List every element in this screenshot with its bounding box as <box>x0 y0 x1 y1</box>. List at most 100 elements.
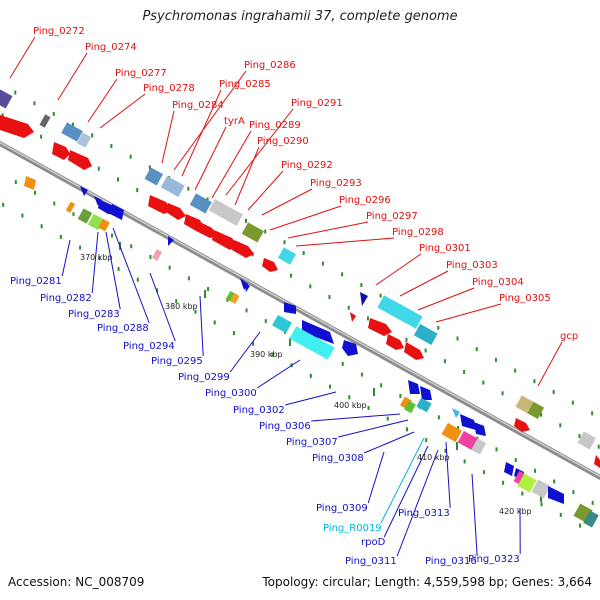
gene-label-reverse[interactable]: Ping_R0019 <box>323 523 382 534</box>
gene-label-reverse[interactable]: Ping_0313 <box>398 508 450 519</box>
gene-box[interactable] <box>0 89 13 109</box>
gene-box[interactable] <box>515 395 535 414</box>
gene-label-reverse[interactable]: Ping_0306 <box>259 421 311 432</box>
gene-label-forward[interactable]: Ping_0298 <box>392 227 444 238</box>
gene-box[interactable] <box>400 396 412 410</box>
gene-box[interactable] <box>277 247 297 265</box>
gene-label-reverse[interactable]: rpoD <box>361 537 386 548</box>
gene-box[interactable] <box>76 132 92 148</box>
gene-label-reverse[interactable]: Ping_0295 <box>151 356 203 367</box>
gene-label-forward[interactable]: Ping_0303 <box>446 260 498 271</box>
gene-box[interactable] <box>583 510 599 528</box>
gene-arrow[interactable] <box>68 150 92 170</box>
gene-arrow[interactable] <box>404 342 424 360</box>
gene-label-forward[interactable]: Ping_0284 <box>172 100 224 111</box>
gene-label-reverse[interactable]: Ping_0323 <box>468 554 520 565</box>
gene-arrow[interactable] <box>166 203 186 220</box>
gene-arrow[interactable] <box>368 318 392 336</box>
gene-label-forward[interactable]: Ping_0272 <box>33 26 85 37</box>
gene-arrow[interactable] <box>80 186 88 196</box>
gene-box[interactable] <box>225 291 236 302</box>
gene-arrow[interactable] <box>148 195 172 214</box>
gene-label-reverse[interactable]: Ping_0316 <box>425 556 477 567</box>
gene-box[interactable] <box>416 397 432 413</box>
gene-label-forward[interactable]: Ping_0293 <box>310 178 362 189</box>
gene-arrow[interactable] <box>504 462 514 476</box>
gene-label-forward[interactable]: Ping_0290 <box>257 136 309 147</box>
gene-arrow[interactable] <box>548 486 564 504</box>
gene-arrow[interactable] <box>212 230 238 250</box>
gene-arrow[interactable] <box>24 176 36 190</box>
gene-box[interactable] <box>377 295 423 329</box>
gene-label-forward[interactable]: Ping_0286 <box>244 60 296 71</box>
gene-arrow[interactable] <box>302 320 334 344</box>
gene-label-reverse[interactable]: Ping_0299 <box>178 372 230 383</box>
gene-label-reverse[interactable]: Ping_0281 <box>10 276 62 287</box>
gene-label-forward[interactable]: Ping_0289 <box>249 120 301 131</box>
gene-arrow[interactable] <box>94 196 102 206</box>
gene-arrow[interactable] <box>460 414 476 430</box>
gene-box[interactable] <box>527 401 545 420</box>
gene-label-reverse[interactable]: Ping_0302 <box>233 405 285 416</box>
gene-label-forward[interactable]: Ping_0301 <box>419 243 471 254</box>
gene-arrow[interactable] <box>52 142 70 160</box>
gene-label-reverse[interactable]: Ping_0309 <box>316 503 368 514</box>
gene-box[interactable] <box>160 175 185 197</box>
gene-box[interactable] <box>229 293 240 304</box>
gene-label-reverse[interactable]: Ping_0294 <box>123 341 175 352</box>
gene-label-forward[interactable]: Ping_0278 <box>143 83 195 94</box>
gene-label-forward[interactable]: Ping_0304 <box>472 277 524 288</box>
gene-label-reverse[interactable]: Ping_0282 <box>40 293 92 304</box>
gene-box[interactable] <box>513 470 527 486</box>
gene-box[interactable] <box>272 314 292 334</box>
gene-box[interactable] <box>208 198 243 226</box>
gene-label-forward[interactable]: Ping_0277 <box>115 68 167 79</box>
gene-box[interactable] <box>241 222 264 243</box>
gene-arrow[interactable] <box>168 236 174 246</box>
gene-arrow[interactable] <box>594 455 600 468</box>
gene-arrow[interactable] <box>198 222 218 238</box>
gene-arrow[interactable] <box>420 386 432 400</box>
gene-arrow[interactable] <box>474 422 486 436</box>
gene-label-reverse[interactable]: Ping_0308 <box>312 453 364 464</box>
gene-label-forward[interactable]: Ping_0296 <box>339 195 391 206</box>
gene-label-reverse[interactable]: Ping_0288 <box>97 323 149 334</box>
gene-box[interactable] <box>471 438 487 455</box>
gene-label-forward[interactable]: Ping_0285 <box>219 79 271 90</box>
gene-box[interactable] <box>577 431 597 450</box>
gene-box[interactable] <box>65 201 76 213</box>
gene-box[interactable] <box>289 326 335 360</box>
gene-box[interactable] <box>517 473 537 493</box>
gene-box[interactable] <box>61 122 83 142</box>
gene-box[interactable] <box>441 422 462 443</box>
gene-box[interactable] <box>531 479 551 499</box>
gene-arrow[interactable] <box>342 340 358 356</box>
gene-box[interactable] <box>413 323 438 345</box>
gene-label-reverse[interactable]: Ping_0283 <box>68 309 120 320</box>
gene-label-reverse[interactable]: Ping_0307 <box>286 437 338 448</box>
gene-arrow[interactable] <box>284 302 296 314</box>
gene-arrow[interactable] <box>0 115 34 138</box>
gene-label-reverse[interactable]: Ping_0300 <box>205 388 257 399</box>
gene-label-forward[interactable]: Ping_0291 <box>291 98 343 109</box>
gene-arrow[interactable] <box>110 204 124 220</box>
gene-arrow[interactable] <box>360 292 368 306</box>
gene-arrow[interactable] <box>262 258 278 272</box>
gene-label-forward[interactable]: Ping_0292 <box>281 160 333 171</box>
gene-box[interactable] <box>404 400 416 414</box>
gene-arrow[interactable] <box>514 418 530 432</box>
gene-arrow[interactable] <box>386 334 404 350</box>
gene-box[interactable] <box>98 218 110 232</box>
gene-label-reverse[interactable]: Ping_0311 <box>345 556 397 567</box>
gene-box[interactable] <box>151 249 163 261</box>
gene-box[interactable] <box>77 208 93 224</box>
gene-label-forward[interactable]: Ping_0297 <box>366 211 418 222</box>
gene-box[interactable] <box>189 193 212 214</box>
gene-arrow[interactable] <box>350 312 356 322</box>
gene-label-forward[interactable]: Ping_0305 <box>499 293 551 304</box>
gene-label-forward[interactable]: Ping_0274 <box>85 42 137 53</box>
gene-arrow[interactable] <box>452 408 460 418</box>
gene-label-forward[interactable]: gcp <box>560 331 578 342</box>
gene-label-forward[interactable]: tyrA <box>224 116 245 127</box>
gene-box[interactable] <box>39 114 51 128</box>
